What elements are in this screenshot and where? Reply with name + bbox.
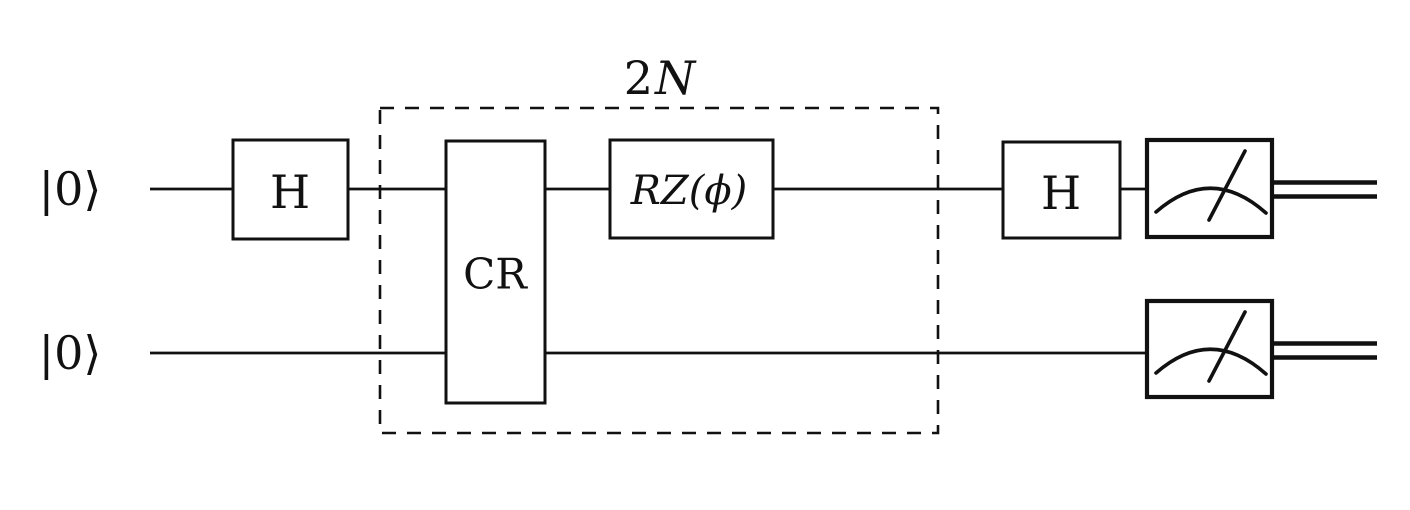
gate-box	[1001, 140, 1122, 240]
classical-wire-0	[1272, 180, 1377, 199]
meter-needle	[1207, 149, 1247, 222]
repeat-symbol-label: N	[654, 51, 697, 105]
gate-box	[608, 138, 775, 240]
gate-label: RZ(ϕ)	[630, 168, 747, 214]
rz-gate: RZ(ϕ)	[608, 138, 775, 240]
gate-label: CR	[463, 250, 528, 299]
gate-label: H	[1041, 166, 1081, 220]
meter-gauge-icon	[1154, 310, 1268, 383]
gate-box	[444, 139, 547, 405]
meter-gauge-icon	[1154, 149, 1268, 222]
repeat-block-dashed-border	[378, 106, 940, 435]
meter-needle	[1207, 310, 1247, 383]
hadamard-gate-1: H	[231, 138, 350, 241]
meter-arc	[1154, 186, 1268, 215]
cr-gate: CR	[444, 139, 547, 405]
measurement-box-1	[1144, 298, 1377, 400]
ket-zero-label-1: |0⟩	[39, 326, 102, 380]
meter-arc	[1154, 347, 1268, 376]
measurement-box-0	[1144, 137, 1377, 240]
repeat-block-label: 2 N	[624, 51, 697, 105]
gate-label: H	[270, 165, 310, 219]
repeat-count-label: 2	[624, 51, 653, 105]
ket-zero-label-0: |0⟩	[39, 162, 102, 216]
gate-box	[231, 138, 350, 241]
hadamard-gate-2: H	[1001, 140, 1122, 240]
classical-wire-1	[1272, 341, 1377, 360]
